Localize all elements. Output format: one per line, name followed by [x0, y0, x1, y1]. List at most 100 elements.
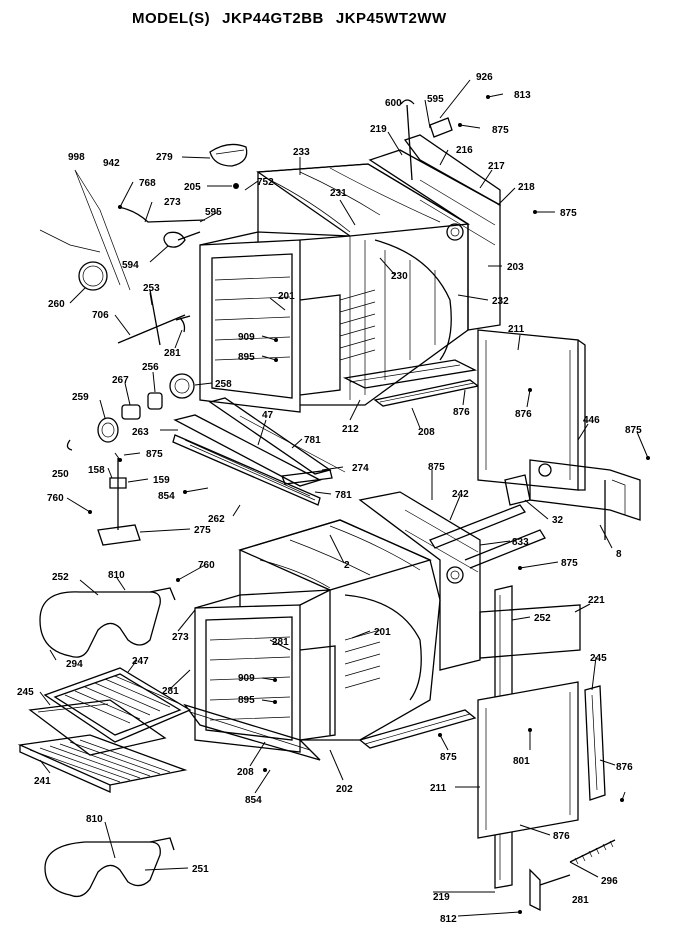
callout-253: 253: [143, 283, 160, 294]
callout-230: 230: [391, 271, 408, 282]
callout-32: 32: [552, 515, 564, 526]
model-number-2: JKP45WT2WW: [335, 10, 447, 27]
callout-760: 760: [47, 493, 64, 504]
callout-279: 279: [156, 152, 173, 163]
callout-218: 218: [518, 182, 535, 193]
leader-lines: [39, 79, 649, 917]
callout-158: 158: [88, 465, 105, 476]
callout-876: 876: [453, 407, 470, 418]
callout-446: 446: [583, 415, 600, 426]
right-upper-panel-211: [477, 329, 586, 491]
callout-242: 242: [452, 489, 469, 500]
callout-781: 781: [304, 435, 321, 446]
callout-876: 876: [553, 831, 570, 842]
callout-600: 600: [385, 98, 402, 109]
callout-813: 813: [514, 90, 531, 101]
model-prefix: MODEL(S): [132, 10, 211, 27]
lower-bottom-trim: [183, 703, 477, 761]
center-rails: [172, 397, 346, 506]
callout-275: 275: [194, 525, 211, 536]
callout-263: 263: [132, 427, 149, 438]
callout-294: 294: [66, 659, 83, 670]
callout-217: 217: [488, 161, 505, 172]
callout-260: 260: [48, 299, 65, 310]
callout-875: 875: [560, 208, 577, 219]
callout-216: 216: [456, 145, 473, 156]
broil-pan-245: [28, 699, 167, 756]
upper-front-frame: [199, 231, 351, 413]
callout-594: 594: [122, 260, 139, 271]
control-components: [66, 373, 195, 451]
callout-296: 296: [601, 876, 618, 887]
callout-219: 219: [433, 892, 450, 903]
callout-205: 205: [184, 182, 201, 193]
callout-875: 875: [561, 558, 578, 569]
bracket-assembly: [97, 458, 141, 546]
callout-258: 258: [215, 379, 232, 390]
callout-760: 760: [198, 560, 215, 571]
callout-274: 274: [352, 463, 369, 474]
callout-876: 876: [515, 409, 532, 420]
callout-208: 208: [237, 767, 254, 778]
callout-251: 251: [192, 864, 209, 875]
callout-219: 219: [370, 124, 387, 135]
callout-895: 895: [238, 352, 255, 363]
callout-876: 876: [616, 762, 633, 773]
lower-right-panels: [477, 585, 616, 912]
callout-labels: 926 813 595 600 875 219 216 217 218 875 …: [17, 72, 642, 925]
callout-768: 768: [139, 178, 156, 189]
lower-side-panels: [358, 474, 546, 671]
callout-211: 211: [430, 783, 447, 794]
callout-998: 998: [68, 152, 85, 163]
callout-201: 201: [374, 627, 391, 638]
callout-259: 259: [72, 392, 89, 403]
callout-202: 202: [336, 784, 353, 795]
callout-233: 233: [293, 147, 310, 158]
callout-875: 875: [440, 752, 457, 763]
callout-159: 159: [153, 475, 170, 486]
callout-833: 833: [512, 537, 529, 548]
leader-dots: [88, 95, 650, 914]
callout-252: 252: [534, 613, 551, 624]
callout-909: 909: [238, 332, 255, 343]
callout-781: 781: [335, 490, 352, 501]
callout-232: 232: [492, 296, 509, 307]
callout-281: 281: [572, 895, 589, 906]
callout-810: 810: [108, 570, 125, 581]
model-header: MODEL(S) JKP44GT2BB JKP45WT2WW: [132, 10, 459, 27]
callout-231: 231: [330, 188, 347, 199]
oven-rack-241: [17, 734, 188, 794]
model-number-1: JKP44GT2BB: [222, 10, 324, 27]
callout-273: 273: [172, 632, 189, 643]
callout-47: 47: [262, 410, 274, 421]
bake-element-252: [39, 587, 176, 658]
callout-854: 854: [158, 491, 175, 502]
callout-208: 208: [418, 427, 435, 438]
callout-201: 201: [278, 291, 295, 302]
callout-909: 909: [238, 673, 255, 684]
callout-247: 247: [132, 656, 149, 667]
callout-221: 221: [588, 595, 605, 606]
callout-281: 281: [162, 686, 179, 697]
upper-left-parts: [39, 143, 248, 346]
callout-801: 801: [513, 756, 530, 767]
callout-812: 812: [440, 914, 457, 925]
callout-875: 875: [428, 462, 445, 473]
callout-706: 706: [92, 310, 109, 321]
callout-212: 212: [342, 424, 359, 435]
callout-926: 926: [476, 72, 493, 83]
callout-245: 245: [17, 687, 34, 698]
callout-267: 267: [112, 375, 129, 386]
callout-281: 281: [272, 637, 289, 648]
callout-875: 875: [492, 125, 509, 136]
callout-595: 595: [205, 207, 222, 218]
callout-203: 203: [507, 262, 524, 273]
callout-875: 875: [625, 425, 642, 436]
callout-241: 241: [34, 776, 51, 787]
callout-2: 2: [344, 560, 350, 571]
callout-245: 245: [590, 653, 607, 664]
callout-250: 250: [52, 469, 69, 480]
callout-752: 752: [257, 177, 274, 188]
